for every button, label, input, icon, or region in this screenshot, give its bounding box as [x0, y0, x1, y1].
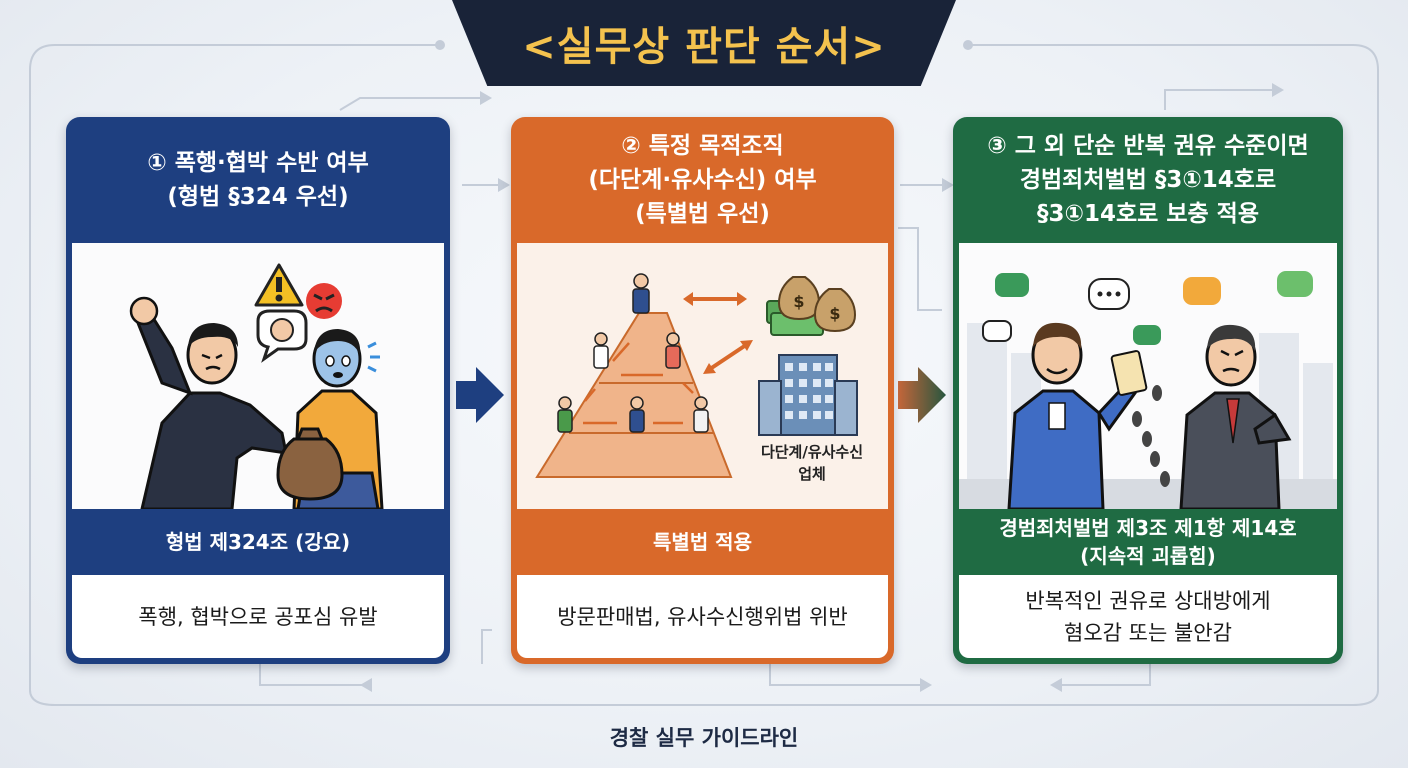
annoyed-man-figure [1179, 324, 1292, 509]
threat-speech-bubble [256, 309, 308, 363]
step-1-heading-line: (형법 §324 우선) [167, 184, 349, 210]
company-sign-line: 다단계/유사수신 [760, 443, 864, 461]
step-1-description-line: 폭행, 협박으로 공포심 유발 [138, 604, 378, 629]
title-banner: <실무상 판단 순서> [452, 0, 956, 86]
angry-face-icon [306, 283, 342, 319]
chat-bubble-icons [982, 271, 1313, 345]
step-1-law: 형법 제324조 (강요) [72, 509, 444, 575]
svg-text:$: $ [829, 304, 840, 323]
flow-arrow-1 [456, 367, 504, 423]
money-bag-icon [276, 427, 344, 501]
step-3-heading-line: 경범죄처벌법 §3①14호로 [1019, 167, 1277, 193]
step-3-heading-line: §3①14호로 보충 적용 [1037, 201, 1259, 227]
money-icon: $ $ [766, 276, 857, 336]
step-2-description: 방문판매법, 유사수신행위법 위반 [517, 575, 888, 658]
assault-scene-illustration [72, 243, 444, 509]
attacker-figure [129, 296, 288, 509]
company-sign: 다단계/유사수신 업체 [747, 441, 877, 485]
persistent-solicitation-illustration [959, 243, 1337, 509]
step-2-law-line: 특별법 적용 [653, 530, 752, 554]
exchange-arrows [683, 292, 753, 374]
step-1-description: 폭행, 협박으로 공포심 유발 [72, 575, 444, 658]
step-1-heading-line: ① 폭행·협박 수반 여부 [147, 150, 369, 176]
step-2-heading: ② 특정 목적조직 (다단계·유사수신) 여부 (특별법 우선) [517, 117, 888, 243]
company-sign-line: 업체 [798, 465, 826, 483]
pyramid-diagram [535, 273, 733, 478]
step-1-law-line: 형법 제324조 (강요) [165, 530, 351, 554]
step-3-heading-line: ③ 그 외 단순 반복 권유 수준이면 [987, 133, 1309, 159]
flow-arrow-2 [898, 367, 946, 423]
footprints-icon [1132, 385, 1170, 487]
step-3-description-line: 혐오감 또는 불안감 [1064, 620, 1232, 645]
footer-caption: 경찰 실무 가이드라인 [609, 726, 799, 750]
step-3-description-line: 반복적인 권유로 상대방에게 [1025, 588, 1271, 613]
step-2-law: 특별법 적용 [517, 509, 888, 575]
svg-text:$: $ [793, 292, 804, 311]
page-title: <실무상 판단 순서> [522, 24, 886, 70]
step-card-3: ③ 그 외 단순 반복 권유 수준이면 경범죄처벌법 §3①14호로 §3①14… [953, 117, 1343, 664]
step-card-1: ① 폭행·협박 수반 여부 (형법 §324 우선) [66, 117, 450, 664]
step-3-law: 경범죄처벌법 제3조 제1항 제14호 (지속적 괴롭힘) [959, 509, 1337, 575]
step-3-heading: ③ 그 외 단순 반복 권유 수준이면 경범죄처벌법 §3①14호로 §3①14… [959, 117, 1337, 243]
warning-icon [254, 263, 304, 307]
step-3-description: 반복적인 권유로 상대방에게 혐오감 또는 불안감 [959, 575, 1337, 658]
step-2-heading-line: ② 특정 목적조직 [621, 133, 784, 159]
step-1-heading: ① 폭행·협박 수반 여부 (형법 §324 우선) [72, 117, 444, 243]
step-card-2: ② 특정 목적조직 (다단계·유사수신) 여부 (특별법 우선) [511, 117, 894, 664]
pyramid-scheme-illustration: $ $ 다단계/유사수신 업체 [517, 243, 888, 509]
salesman-figure [1007, 322, 1148, 509]
step-2-description-line: 방문판매법, 유사수신행위법 위반 [557, 604, 848, 629]
step-2-heading-line: (다단계·유사수신) 여부 [588, 167, 817, 193]
office-building-icon [758, 354, 858, 436]
step-3-law-line: (지속적 괴롭힘) [1080, 544, 1216, 568]
step-3-law-line: 경범죄처벌법 제3조 제1항 제14호 [999, 516, 1297, 540]
step-2-heading-line: (특별법 우선) [635, 201, 770, 227]
